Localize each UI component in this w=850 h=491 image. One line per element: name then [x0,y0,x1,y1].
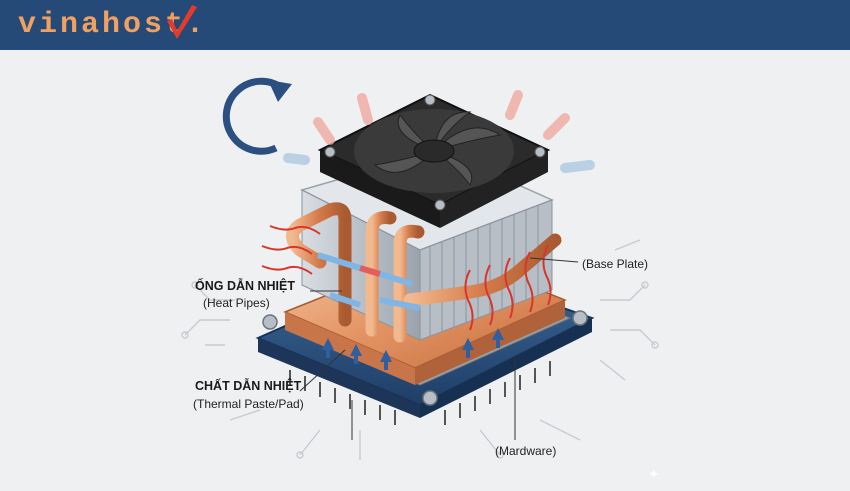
hardware-label: (Mardware) [495,444,557,458]
vinahost-logo[interactable]: vinahost. [18,8,208,42]
checkmark-logo-icon [167,5,197,39]
circuit-traces [181,239,659,460]
thermal-paste-label-en: (Thermal Paste/Pad) [193,397,304,411]
heat-pipes [286,202,562,343]
heat-pipes-label-vi: ỐNG DẪN NHIỆT [195,279,295,293]
cpu-cooler-diagram [181,77,659,460]
heat-waves [261,225,552,331]
airflow-arrows [283,90,595,173]
pipe-clips [317,252,421,311]
header-bar: vinahost. [0,0,850,50]
thermal-paste-label-vi: CHẤT DẪN NHIỆT [195,379,302,393]
sparkle-icon: ✦ [648,466,660,482]
heat-pipes-label-en: (Heat Pipes) [203,296,270,310]
cpu-pins [289,361,551,425]
base-plate-label: (Base Plate) [582,257,649,271]
label-leaders [299,257,579,440]
rotation-arrow-icon [222,77,292,155]
heat-flow-arrows [322,328,504,370]
